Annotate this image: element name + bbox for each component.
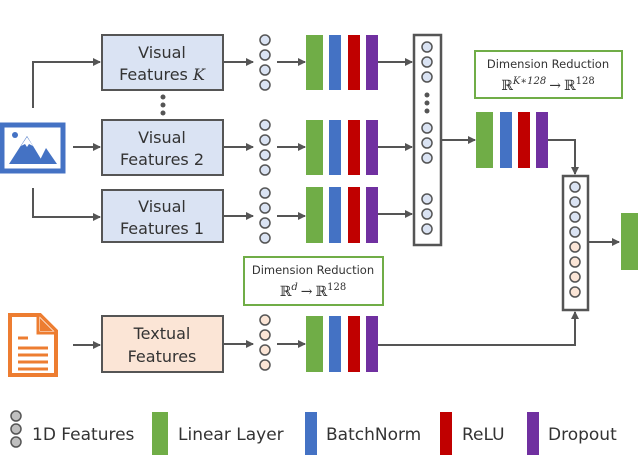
box-label: Visual [138, 43, 186, 62]
dim-reduction-text-box: Dimension Reduction ℝd→ℝ128 [243, 256, 384, 306]
feature-node [259, 314, 271, 326]
concat-node [421, 137, 433, 149]
dim-reduction-visual-box: Dimension Reduction ℝK∗128→ℝ128 [474, 50, 623, 99]
fusion-node [569, 286, 581, 298]
batchnorm-block [500, 112, 512, 168]
ellipsis-dots [424, 92, 430, 114]
feature-node [259, 79, 271, 91]
feature-node [259, 49, 271, 61]
relu-block [518, 112, 530, 168]
relu-block [348, 120, 360, 175]
feature-node [259, 329, 271, 341]
legend: 1D Features Linear Layer BatchNorm ReLU … [10, 410, 617, 455]
box-label: Visual [138, 197, 186, 216]
box-label: Features 1 [120, 219, 204, 238]
concat-node [421, 41, 433, 53]
fusion-node [569, 181, 581, 193]
dim-reduction-title: Dimension Reduction [487, 57, 609, 71]
feature-node [259, 64, 271, 76]
feature-node [259, 119, 271, 131]
feature-node [259, 34, 271, 46]
feature-node [259, 134, 271, 146]
dim-reduction-formula: ℝd→ℝ128 [280, 282, 347, 300]
concat-node [421, 208, 433, 220]
input-arrows [32, 58, 101, 349]
concat-node [421, 56, 433, 68]
box-label: Textual [133, 324, 191, 343]
feature-node [259, 232, 271, 244]
linear-layer-block [306, 316, 323, 372]
concat-node [421, 152, 433, 164]
dropout-block [366, 120, 378, 175]
textual-features-box: Textual Features [101, 315, 224, 373]
batchnorm-block [329, 35, 341, 90]
relu-block [348, 316, 360, 372]
fusion-node [569, 226, 581, 238]
visual-features-k-box: Visual Features K [101, 34, 224, 91]
legend-1d-features-icon [10, 410, 22, 448]
dim-reduction-title: Dimension Reduction [252, 263, 374, 277]
concat-node [421, 122, 433, 134]
legend-label: ReLU [462, 425, 505, 445]
batchnorm-block [329, 187, 341, 243]
image-icon [0, 122, 66, 174]
dropout-block [366, 187, 378, 243]
concat-node [421, 71, 433, 83]
feature-node [259, 149, 271, 161]
dim-reduction-formula: ℝK∗128→ℝ128 [501, 76, 594, 94]
svg-text:Features K: Features K [119, 65, 206, 84]
linear-layer-block [306, 35, 323, 90]
linear-layer-block [306, 187, 323, 243]
feature-node [259, 202, 271, 214]
feature-node [259, 344, 271, 356]
fusion-node [569, 256, 581, 268]
legend-batchnorm-swatch [305, 412, 317, 455]
concat-node [421, 193, 433, 205]
ellipsis-dots [160, 94, 166, 116]
box-label: Features [128, 347, 197, 366]
legend-linear-swatch [152, 412, 168, 455]
feature-node [259, 187, 271, 199]
fusion-node [569, 211, 581, 223]
box-index: K [192, 65, 206, 84]
dropout-block [366, 35, 378, 90]
visual-features-1-box: Visual Features 1 [101, 189, 224, 243]
feature-node [259, 359, 271, 371]
fusion-node [569, 196, 581, 208]
relu-block [348, 35, 360, 90]
relu-block [348, 187, 360, 243]
legend-label: BatchNorm [326, 425, 421, 445]
batchnorm-block [329, 316, 341, 372]
linear-layer-block [306, 120, 323, 175]
legend-relu-swatch [440, 412, 452, 455]
legend-label: 1D Features [32, 425, 135, 445]
output-linear-layer [621, 213, 638, 270]
linear-layer-block [476, 112, 493, 168]
legend-label: Dropout [548, 425, 617, 445]
box-label: Features 2 [120, 150, 204, 169]
visual-features-2-box: Visual Features 2 [101, 119, 224, 176]
dropout-block [366, 316, 378, 372]
dropout-block [536, 112, 548, 168]
flow-arrows [223, 58, 620, 348]
concat-node [421, 223, 433, 235]
box-label: Visual [138, 128, 186, 147]
legend-dropout-swatch [527, 412, 539, 455]
fusion-node [569, 271, 581, 283]
feature-node [259, 164, 271, 176]
batchnorm-block [329, 120, 341, 175]
box-label: Features [119, 65, 188, 84]
feature-node [259, 217, 271, 229]
fusion-node [569, 241, 581, 253]
document-icon [8, 313, 58, 377]
legend-label: Linear Layer [178, 425, 284, 445]
